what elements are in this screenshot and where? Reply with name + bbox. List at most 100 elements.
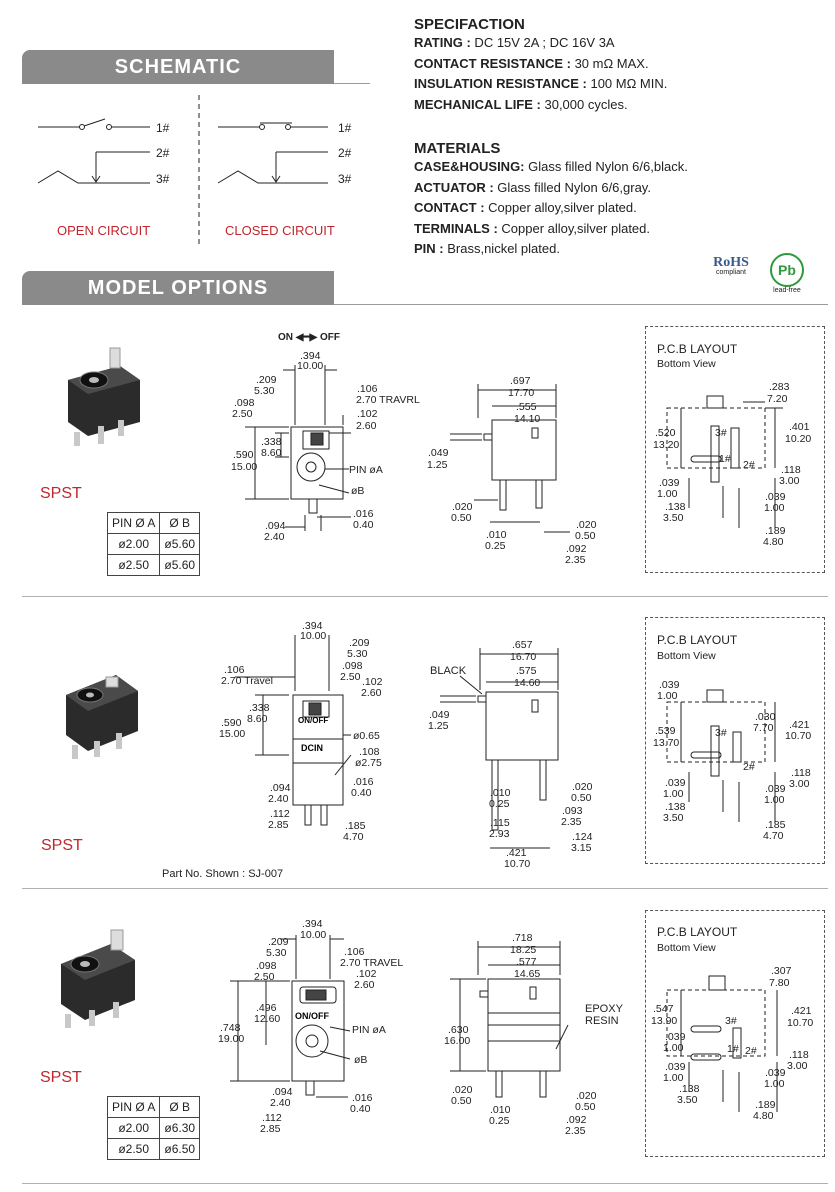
dim-text: 3.00 [787,1060,808,1072]
dim-text: .092 [566,543,587,555]
dim-text: .108 [359,746,380,758]
dim-text: 3# [715,727,727,739]
dim-text: 13.90 [651,1015,677,1027]
model1-side-drawing: .697 17.70 .555 14.10 .049 1.25 .020 0.5… [427,375,597,566]
dim-text: 0.25 [489,1115,510,1127]
dim-text: .283 [769,381,790,393]
dim-text: .189 [765,525,786,537]
dim-text: .098 [342,660,363,672]
dim-text: 2.70 TRAVRL [356,394,420,406]
dim-text: .118 [791,767,811,779]
table-cell: ø2.50 [106,1138,161,1160]
dim-text: .094 [265,520,286,532]
dim-text: ø0.65 [353,730,380,742]
model1-front-drawing: .394 10.00 .209 5.30 .098 2.50 .106 2.70… [231,350,420,543]
closed-circuit-label: CLOSED CIRCUIT [225,223,335,238]
model-options-banner: MODEL OPTIONS [22,271,334,305]
dim-text: .010 [490,1104,511,1116]
dim-text: 2.60 [361,687,382,699]
dim-text: 1.00 [657,488,678,500]
dim-text: .338 [261,436,282,448]
model1-label: SPST [40,485,82,502]
table-header: Ø B [159,1096,201,1118]
dim-text: 2.35 [565,1125,586,1137]
spec-title: SPECIFACTION [414,16,525,33]
materials-line: PIN : Brass,nickel plated. [414,241,560,256]
model2-pcb-subtitle: Bottom View [657,650,716,662]
dim-text: 1# [719,453,731,465]
dim-text: .016 [353,508,374,520]
dim-text: 0.40 [350,1103,371,1115]
model3-side-drawing: .718 18.25 .577 14.65 .630 16.00 .020 0.… [444,932,597,1137]
schematic-banner-line [334,83,370,84]
dim-text: .209 [349,637,370,649]
dim-text: 3.15 [571,842,592,854]
dim-text: 10.00 [297,360,323,372]
dim-text: .020 [576,519,597,531]
dim-text: 2.60 [356,420,377,432]
model3-pcb-drawing: .307 7.80 .547 13.90 .421 10.70 3# .039 … [651,965,813,1122]
table-cell: ø6.50 [159,1138,201,1160]
dim-text: 0.40 [353,519,374,531]
dim-text: .039 [665,777,686,789]
dim-text: 0.25 [489,798,510,810]
model1-pcb-title: P.C.B LAYOUT [657,342,738,356]
dim-text: .112 [270,808,290,820]
model3-label: SPST [40,1069,82,1086]
schematic-pin3-closed: 3# [338,172,352,186]
dim-text: DCIN [301,743,323,753]
dim-text: øB [351,485,364,497]
dim-text: .010 [490,787,511,799]
dim-text: 1.25 [428,720,449,732]
dim-text: .106 [357,383,378,395]
dim-text: øB [354,1054,367,1066]
dim-text: 10.20 [785,433,811,445]
materials-line: CASE&HOUSING: Glass filled Nylon 6/6,bla… [414,159,688,174]
dim-text: 3.00 [789,778,810,790]
dim-text: 18.25 [510,944,536,956]
materials-title: MATERIALS [414,140,501,157]
dim-text: .039 [765,491,786,503]
dim-text: 4.80 [763,536,784,548]
dim-text: .307 [771,965,792,977]
dim-text: .039 [665,1061,686,1073]
table-header: PIN Ø A [106,1096,161,1118]
dim-text: .093 [562,805,583,817]
dim-text: 2.85 [260,1123,281,1135]
dim-text: 4.70 [343,831,364,843]
dim-text: .189 [755,1099,776,1111]
dim-text: .039 [659,477,680,489]
dim-text: 10.70 [785,730,811,742]
dim-text: .394 [302,620,323,632]
dim-text: .209 [256,374,277,386]
open-circuit-label: OPEN CIRCUIT [57,223,151,238]
dim-text: 3# [715,427,727,439]
dim-text: 2.50 [254,971,275,983]
dim-text: 2.40 [264,531,285,543]
model3-front-drawing: .394 10.00 .209 5.30 .098 2.50 .106 2.70… [218,918,403,1135]
model3-epoxy-label: EPOXY RESIN [585,1003,623,1027]
dim-text: 7.70 [753,722,774,734]
model2-photo [66,675,138,759]
dim-text: .020 [452,1084,473,1096]
table-cell: ø5.60 [159,533,201,555]
materials-block: MATERIALS CASE&HOUSING: Glass filled Nyl… [414,140,688,260]
dim-text: 5.30 [347,648,368,660]
dim-text: 2# [743,761,755,773]
dim-text: .106 [344,946,365,958]
dim-text: .718 [512,932,533,944]
dim-text: 3# [725,1015,737,1027]
dim-text: .098 [256,960,277,972]
dim-text: 8.60 [247,713,268,725]
dim-text: .520 [655,427,676,439]
model1-pcb-drawing: .283 7.20 .520 13.20 .401 10.20 3# 1# 2#… [653,381,811,548]
model3-photo [61,929,135,1028]
dim-text: 4.70 [763,830,784,842]
dim-text: .421 [506,847,527,859]
model1-pcb-box [645,326,825,573]
dim-text: 0.50 [451,1095,472,1107]
dim-text: 16.00 [444,1035,470,1047]
dim-text: .394 [302,918,323,930]
dim-text: .102 [357,408,378,420]
